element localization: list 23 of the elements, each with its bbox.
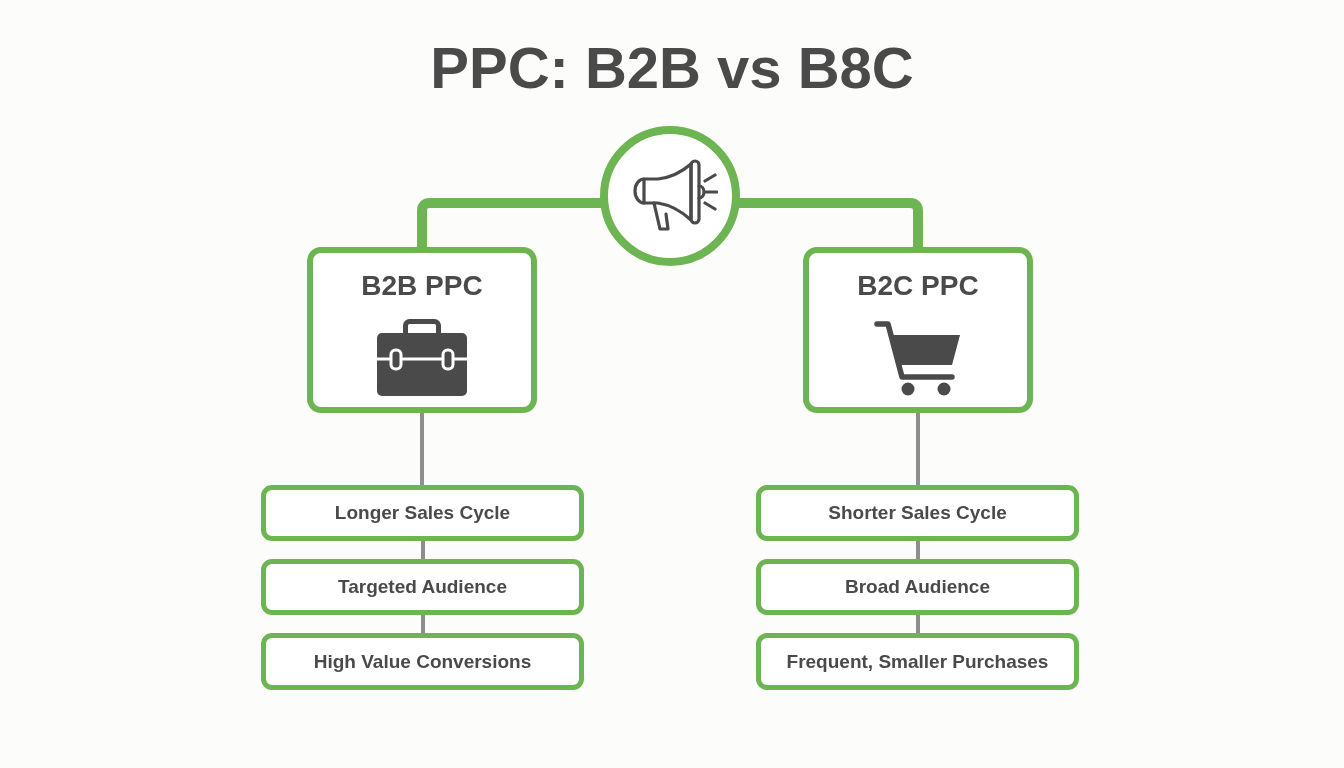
trait-label: Shorter Sales Cycle [827,501,1008,525]
trait-label: Longer Sales Cycle [333,501,512,525]
category-card [803,247,1033,413]
card-title: B2B PPC [361,269,483,303]
trait-box [756,485,1079,541]
trait-box [261,485,584,541]
card-title: B2C PPC [857,269,979,303]
connector-line [916,615,920,633]
diagram-title: PPC: B2B vs B8C [430,34,914,102]
connector-line [421,615,425,633]
trait-label: High Value Conversions [312,649,533,674]
trait-label: Broad Audience [844,575,991,599]
trait-box [756,633,1079,690]
trait-box [261,633,584,690]
trait-label: Targeted Audience [337,575,508,599]
connector-line [421,541,425,559]
trait-box [756,559,1079,615]
category-card [307,247,537,413]
connector-line [420,413,424,485]
trait-label: Frequent, Smaller Purchases [785,649,1050,674]
connector-line [916,413,920,485]
connector-line [916,541,920,559]
trait-box [261,559,584,615]
